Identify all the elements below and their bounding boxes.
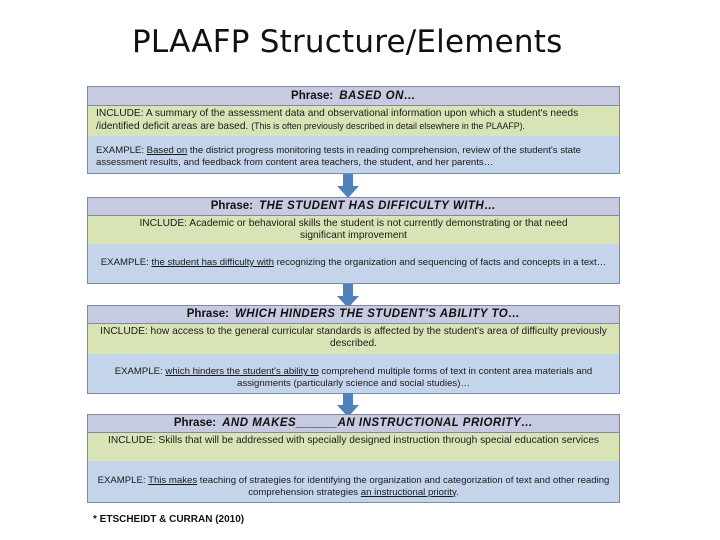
include-label: INCLUDE: <box>96 108 144 119</box>
section-instructional-priority: Phrase: AND MAKES______AN INSTRUCTIONAL P… <box>87 414 620 503</box>
section-based-on: Phrase: BASED ON… INCLUDE: A summary of t… <box>87 86 620 174</box>
example-lead: Based on <box>146 145 188 156</box>
include-note: (This is often previously described in d… <box>251 121 525 131</box>
include-label: INCLUDE: <box>139 218 187 229</box>
example-tail: an instructional priority <box>360 486 457 498</box>
phrase-label: Phrase: <box>291 90 334 102</box>
include-text: A summary of the assessment data and obs… <box>96 108 579 132</box>
include-text: Academic or behavioral skills the studen… <box>189 218 568 241</box>
arrow-down-icon <box>337 284 359 308</box>
section-hinders-ability: Phrase: WHICH HINDERS THE STUDENT'S ABILI… <box>87 305 620 394</box>
example-text: teaching of strategies for identifying t… <box>199 475 610 498</box>
example-block: EXAMPLE: the student has difficulty with… <box>88 244 619 283</box>
include-text: how access to the general curricular sta… <box>150 326 607 349</box>
include-label: INCLUDE: <box>100 326 148 337</box>
example-text: the district progress monitoring tests i… <box>96 145 581 168</box>
phrase-label: Phrase: <box>173 417 217 429</box>
phrase-value: BASED ON… <box>339 90 416 102</box>
include-label: INCLUDE: <box>108 435 156 446</box>
arrow-down-icon <box>337 393 359 417</box>
include-block: INCLUDE: A summary of the assessment dat… <box>88 106 619 136</box>
phrase-label: Phrase: <box>210 200 253 212</box>
phrase-value: THE STUDENT HAS DIFFICULTY WITH… <box>258 200 497 212</box>
include-block: INCLUDE: Skills that will be addressed w… <box>88 433 619 461</box>
citation-footer: * ETSCHEIDT & CURRAN (2010) <box>93 514 245 525</box>
example-label: EXAMPLE: <box>114 366 163 377</box>
example-block: EXAMPLE: This makes teaching of strategi… <box>88 461 619 502</box>
phrase-value: AND MAKES______AN INSTRUCTIONAL PRIORITY… <box>222 417 534 429</box>
example-block: EXAMPLE: which hinders the student's abi… <box>88 354 619 393</box>
phrase-value: WHICH HINDERS THE STUDENT'S ABILITY TO… <box>234 308 521 320</box>
include-block: INCLUDE: how access to the general curri… <box>88 324 619 354</box>
section-difficulty-with: Phrase:THE STUDENT HAS DIFFICULTY WITH… … <box>87 197 620 284</box>
phrase-header: Phrase: BASED ON… <box>88 87 619 106</box>
example-lead: This makes <box>148 475 198 486</box>
example-end: . <box>456 486 459 498</box>
phrase-header: Phrase: THE STUDENT HAS DIFFICULTY WITH… <box>88 198 619 216</box>
arrow-down-icon <box>337 174 359 198</box>
example-text: recognizing the organization and sequenc… <box>276 257 607 268</box>
example-label: EXAMPLE: <box>96 145 144 156</box>
page-title: PLAAFP Structure/Elements <box>132 24 563 60</box>
include-block: INCLUDE: Academic or behavioral skills t… <box>88 216 619 244</box>
example-block: EXAMPLE: Based on the district progress … <box>88 136 619 173</box>
phrase-header: Phrase: WHICH HINDERS THE STUDENT'S ABILI… <box>88 306 619 324</box>
example-lead: which hinders the student's ability to <box>165 366 319 377</box>
example-text: comprehend multiple forms of text in con… <box>236 366 593 389</box>
example-label: EXAMPLE: <box>97 475 146 486</box>
phrase-label: Phrase: <box>186 308 229 320</box>
include-text: Skills that will be addressed with speci… <box>158 435 599 446</box>
example-label: EXAMPLE: <box>100 257 149 268</box>
phrase-header: Phrase: AND MAKES______AN INSTRUCTIONAL P… <box>88 415 619 433</box>
example-lead: the student has difficulty with <box>151 257 274 268</box>
